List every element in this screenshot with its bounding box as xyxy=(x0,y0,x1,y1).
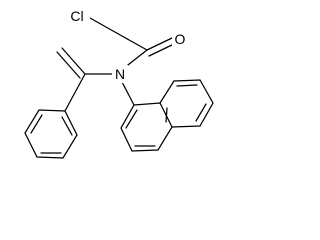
chlorine-label: Cl xyxy=(70,8,83,24)
phenyl-inner-bond-1 xyxy=(30,114,43,134)
bond-nitrogen-naphthyl xyxy=(121,81,135,106)
bond-ch2-carbonyl xyxy=(121,35,148,51)
atom-labels: Cl O N xyxy=(64,7,186,83)
vinyl-group xyxy=(56,47,114,112)
bond-carbonyl-oxygen-double xyxy=(148,43,175,57)
bond-cl-ch2 xyxy=(89,17,123,37)
naphthalene-ring xyxy=(120,79,214,152)
chloroacetyl-group xyxy=(89,17,175,69)
naphthalene-inner-bond-1 xyxy=(125,109,138,129)
naphthalene-ring-b xyxy=(159,79,214,128)
nitrogen-label: N xyxy=(115,66,125,82)
naphthalene-inner-bond-5 xyxy=(195,103,207,122)
bond-vinyl-double-2 xyxy=(56,51,81,79)
naphthalene-inner-bond-3 xyxy=(165,107,168,123)
naphthalene-ring-a xyxy=(120,102,173,152)
bond-carbonyl-oxygen xyxy=(146,37,173,51)
bond-vinyl-phenyl xyxy=(64,73,86,112)
phenyl-ring-outline xyxy=(24,109,78,159)
chemical-structure-diagram: Cl O N xyxy=(24,7,214,159)
oxygen-label: O xyxy=(175,31,186,47)
naphthalene-inner-bond-4 xyxy=(176,84,198,87)
phenyl-ring xyxy=(24,109,78,159)
bond-vinyl-double-1 xyxy=(61,47,86,75)
phenyl-inner-bond-3 xyxy=(61,116,73,136)
